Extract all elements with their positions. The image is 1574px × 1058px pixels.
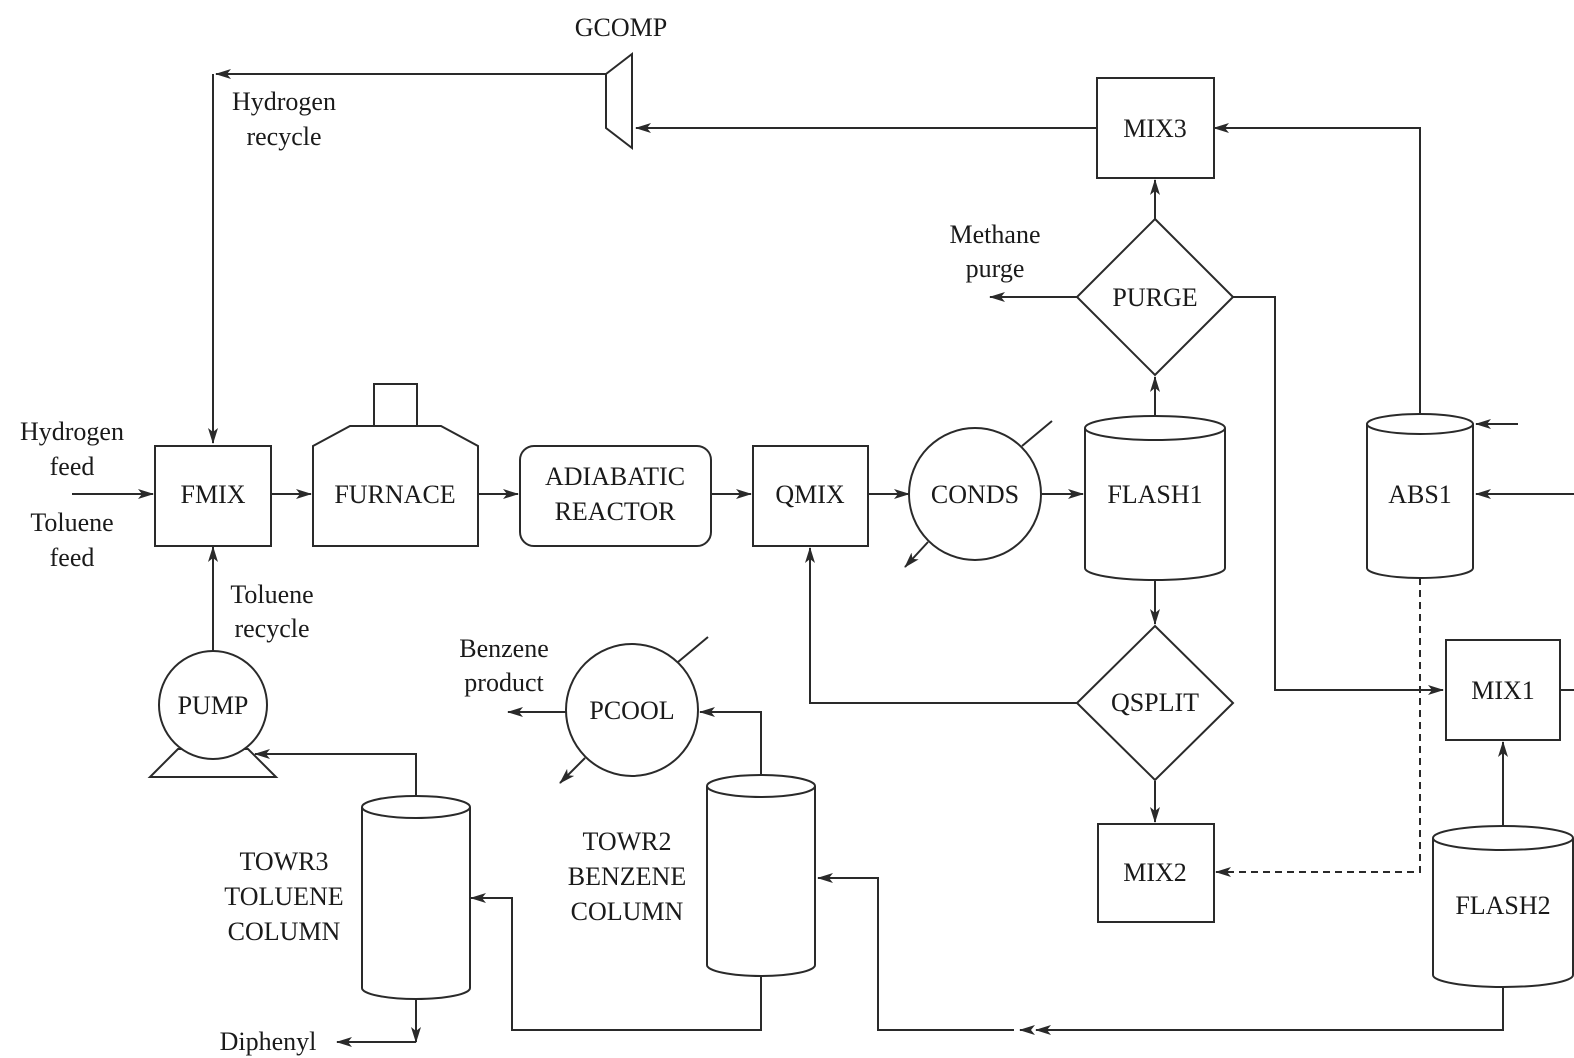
pump-label: PUMP (178, 691, 249, 720)
qsplit-label: QSPLIT (1111, 688, 1199, 717)
methane-purge-label-line2: purge (966, 254, 1025, 283)
adiabatic-reactor-block: ADIABATIC REACTOR (519, 445, 712, 547)
towr3-label-line1: TOWR3 (239, 847, 328, 876)
stream-flash2-bottoms (1035, 985, 1504, 1035)
stream-abs1-to-mix2 (1215, 578, 1421, 877)
flash1-drum: FLASH1 (1084, 415, 1226, 581)
stream-towr2-to-towr3 (470, 893, 762, 1031)
diphenyl-label: Diphenyl (220, 1027, 317, 1056)
stream-towr3-to-pump (254, 749, 417, 797)
reactor-label-line1: ADIABATIC (545, 462, 685, 491)
hydrogen-recycle-label-line2: recycle (246, 122, 321, 151)
toluene-feed-label-line2: feed (50, 543, 95, 572)
towr2-caption: TOWR2 BENZENE COLUMN (568, 827, 686, 926)
qmix-block: QMIX (752, 445, 869, 547)
hydrogen-recycle-label-line1: Hydrogen (232, 87, 336, 116)
towr3-caption: TOWR3 TOLUENE COLUMN (224, 847, 343, 946)
mix2-block: MIX2 (1097, 823, 1215, 923)
mix1-block: MIX1 (1445, 639, 1561, 741)
mix2-label: MIX2 (1123, 858, 1187, 887)
qmix-label: QMIX (775, 480, 845, 509)
toluene-recycle-label-line2: recycle (234, 614, 309, 643)
stream-towr2-to-pcool (699, 707, 762, 776)
fmix-label: FMIX (180, 480, 245, 509)
pump-unit: PUMP (147, 650, 279, 778)
towr2-column (706, 774, 816, 977)
furnace-label: FURNACE (334, 480, 455, 509)
towr2-label-line3: COLUMN (571, 897, 684, 926)
stream-lines (72, 69, 1574, 1047)
toluene-recycle-label-line1: Toluene (230, 580, 313, 609)
abs1-absorber: ABS1 (1366, 413, 1474, 579)
flash1-label: FLASH1 (1107, 480, 1202, 509)
flash2-label: FLASH2 (1455, 891, 1550, 920)
purge-splitter: PURGE (1075, 217, 1235, 377)
mix3-block: MIX3 (1096, 77, 1215, 179)
reactor-label-line2: REACTOR (555, 497, 677, 526)
hydrogen-feed-label-line1: Hydrogen (20, 417, 124, 446)
conds-label: CONDS (931, 480, 1019, 509)
towr3-label-line3: COLUMN (228, 917, 341, 946)
towr2-label-line2: BENZENE (568, 862, 686, 891)
purge-label: PURGE (1112, 283, 1197, 312)
fmix-block: FMIX (154, 445, 272, 547)
towr2-label-line1: TOWR2 (582, 827, 671, 856)
methane-purge-label-line1: Methane (950, 220, 1041, 249)
benzene-product-label-line2: product (464, 668, 544, 697)
towr3-label-line2: TOLUENE (224, 882, 343, 911)
furnace-block: FURNACE (312, 383, 479, 547)
qsplit-splitter: QSPLIT (1075, 624, 1235, 782)
stream-feed-to-towr2 (817, 873, 1014, 1031)
mix3-label: MIX3 (1123, 114, 1187, 143)
toluene-feed-label-line1: Toluene (30, 508, 113, 537)
flash2-drum: FLASH2 (1432, 825, 1574, 988)
benzene-product-label-line1: Benzene (459, 634, 549, 663)
pcool-label: PCOOL (589, 696, 674, 725)
stream-labels: Hydrogen recycle Methane purge Hydrogen … (20, 87, 1040, 1056)
hydrogen-feed-label-line2: feed (50, 452, 95, 481)
gcomp-label: GCOMP (575, 13, 667, 42)
stream-qsplit-to-qmix (805, 547, 1077, 704)
stream-purge-to-mix1 (1233, 296, 1444, 695)
stream-abs1-to-mix3 (1213, 123, 1421, 414)
pcool-exchanger: PCOOL (559, 636, 709, 784)
conds-exchanger: CONDS (904, 420, 1053, 568)
mix1-label: MIX1 (1471, 676, 1535, 705)
towr3-column (361, 795, 471, 1000)
abs1-label: ABS1 (1388, 480, 1452, 509)
gcomp-compressor: GCOMP (575, 13, 667, 151)
